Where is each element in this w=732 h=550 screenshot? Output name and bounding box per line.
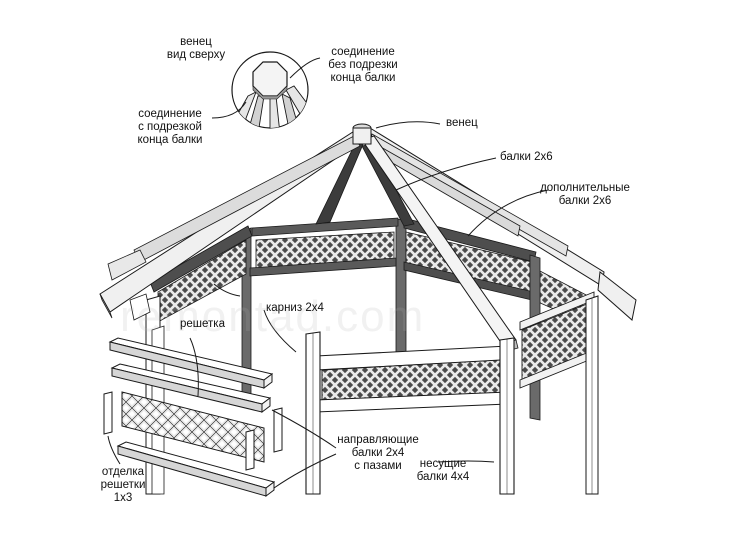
lattice-trim-line-3: 1x3 xyxy=(113,492,133,504)
inner-rafters xyxy=(315,141,415,227)
guide-beams-line-2: балки 2x4 xyxy=(351,447,405,459)
extra-beams-label: дополнительные балки 2x6 xyxy=(530,182,640,208)
support-beams-line-2: балки 4x4 xyxy=(416,471,470,483)
cornice-label: карниз 2x4 xyxy=(266,302,324,314)
joint-cut-line-2: с подрезкой xyxy=(138,121,202,133)
joint-cut-line-1: соединение xyxy=(138,108,202,120)
joint-cut-label: соединение с подрезкой конца балки xyxy=(128,108,212,147)
guide-beams-line-3: с пазами xyxy=(354,460,402,472)
joint-no-cut-label: соединение без подрезки конца балки xyxy=(318,46,408,85)
front-right-frame xyxy=(519,291,599,495)
joint-cut-line-3: конца балки xyxy=(137,134,203,146)
beams-2x6-label: балки 2x6 xyxy=(500,151,553,163)
watermark: remontad.com xyxy=(120,292,426,341)
crown-top-view-label: венец вид сверху xyxy=(156,36,236,62)
joint-no-cut-line-2: без подрезки xyxy=(328,59,398,71)
extra-beams-line-2: балки 2x6 xyxy=(558,195,612,207)
support-beams-label: несущие балки 4x4 xyxy=(408,458,478,484)
roof-beams xyxy=(99,123,637,353)
crown-label: венец xyxy=(446,117,478,129)
joint-no-cut-line-3: конца балки xyxy=(330,72,396,84)
exploded-parts xyxy=(103,337,283,497)
lattice-label: решетка xyxy=(180,318,225,330)
lattice-trim-label: отделка решетки 1x3 xyxy=(92,466,154,505)
support-beams-line-1: несущие xyxy=(419,458,467,470)
guide-beams-line-1: направляющие xyxy=(337,434,419,446)
lattice-trim-line-2: решетки xyxy=(100,479,146,491)
lattice-trim-line-1: отделка xyxy=(101,466,145,478)
joint-no-cut-line-1: соединение xyxy=(331,46,395,58)
front-panel xyxy=(305,331,515,495)
extra-beams-line-1: дополнительные xyxy=(540,182,630,194)
crown-top-view-line-2: вид сверху xyxy=(166,49,226,61)
crown-detail xyxy=(231,51,309,129)
leader-lines xyxy=(107,57,549,489)
crown-top-view-line-1: венец xyxy=(180,36,212,48)
guide-beams-label: направляющие балки 2x4 с пазами xyxy=(330,434,426,473)
